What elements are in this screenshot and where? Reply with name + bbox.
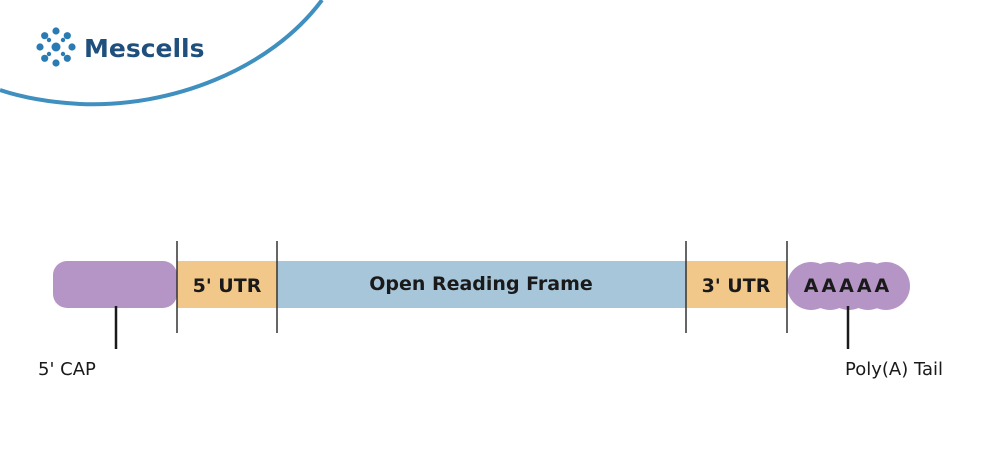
five-prime-cap-segment [53, 261, 177, 308]
poly-a-tail-segment [787, 262, 910, 310]
header-swoosh-stroke [0, 0, 324, 107]
five-prime-utr-label: 5' UTR [193, 275, 262, 297]
five-prime-cap-label: 5' CAP [38, 359, 96, 380]
five-prime-utr-segment [177, 261, 277, 308]
brand-name: Mescells [84, 34, 205, 63]
open-reading-frame-segment [277, 261, 686, 308]
poly-a-tail-label: AAAAA [804, 275, 893, 297]
segment-dividers [176, 241, 788, 333]
brand-logo: Mescells [36, 27, 205, 67]
open-reading-frame-label: Open Reading Frame [369, 273, 593, 295]
poly-a-tail-callout-label: Poly(A) Tail [845, 359, 943, 380]
cell-cluster-icon [36, 27, 76, 67]
header-swoosh [0, 0, 322, 105]
three-prime-utr-label: 3' UTR [702, 275, 771, 297]
three-prime-utr-segment [686, 261, 787, 308]
